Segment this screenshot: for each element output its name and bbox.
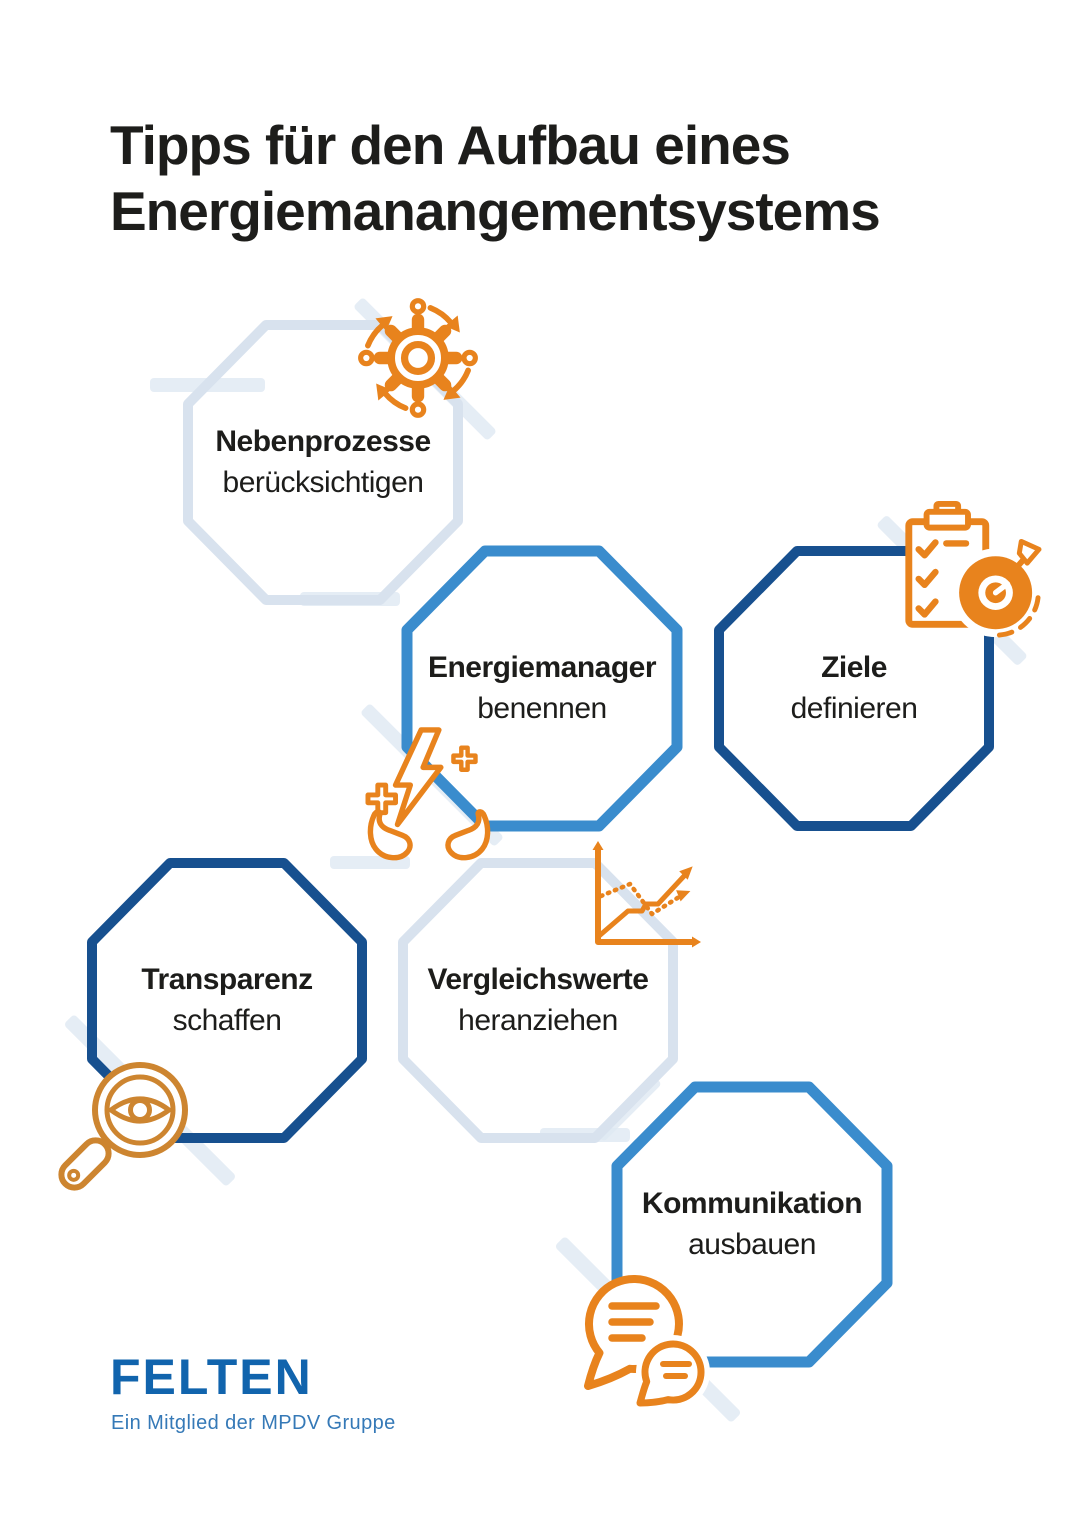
tip-text: Nebenprozesse berücksichtigen [183,320,463,605]
tip-subtitle: schaffen [172,1004,282,1037]
mpdv-tagline: Ein Mitglied der MPDV Gruppe [111,1412,396,1434]
felten-logo: FELTEN [110,1349,313,1405]
tip-text: Transparenz schaffen [87,858,367,1143]
checklist-target-icon [895,498,1042,648]
tip-text: Energiemanager benennen [402,546,682,831]
tip-octagon-kommunikation: Kommunikation ausbauen [611,1081,893,1368]
tip-octagon-nebenprozesse: Nebenprozesse berücksichtigen [183,320,463,605]
page-title: Tipps für den Aufbau eines Energiemanang… [110,112,1010,244]
page-title-line1: Tipps für den Aufbau eines [110,114,791,176]
speech-bubbles-icon [578,1270,710,1412]
trend-comparison-chart-icon [586,840,702,952]
magnifier-eye-icon [45,1038,195,1191]
tip-title: Vergleichswerte [427,963,649,996]
octagon-outline [87,858,367,1143]
tip-title: Nebenprozesse [215,425,431,458]
tip-text: Ziele definieren [714,546,994,831]
tip-subtitle: berücksichtigen [222,466,424,499]
tip-subtitle: benennen [477,692,607,725]
tip-octagon-ziele: Ziele definieren [714,546,994,831]
hands-energy-icon [365,722,494,861]
tip-octagon-energiemanager: Energiemanager benennen [401,545,683,832]
tip-title: Kommunikation [641,1187,863,1220]
process-cycle-gear-icon [356,296,480,420]
tip-octagon-transparenz: Transparenz schaffen [87,858,367,1143]
tip-subtitle: ausbauen [688,1228,816,1261]
tip-text: Vergleichswerte heranziehen [398,858,678,1143]
tip-text: Kommunikation ausbauen [612,1082,892,1367]
octagon-outline [611,1081,893,1368]
tip-subtitle: definieren [790,692,918,725]
octagon-outline [401,545,683,832]
tip-title: Transparenz [141,963,313,996]
page-title-line2: Energiemanangementsystems [110,180,881,242]
tip-title: Energiemanager [427,651,657,684]
tip-subtitle: heranziehen [458,1004,618,1037]
tip-title: Ziele [821,651,887,684]
